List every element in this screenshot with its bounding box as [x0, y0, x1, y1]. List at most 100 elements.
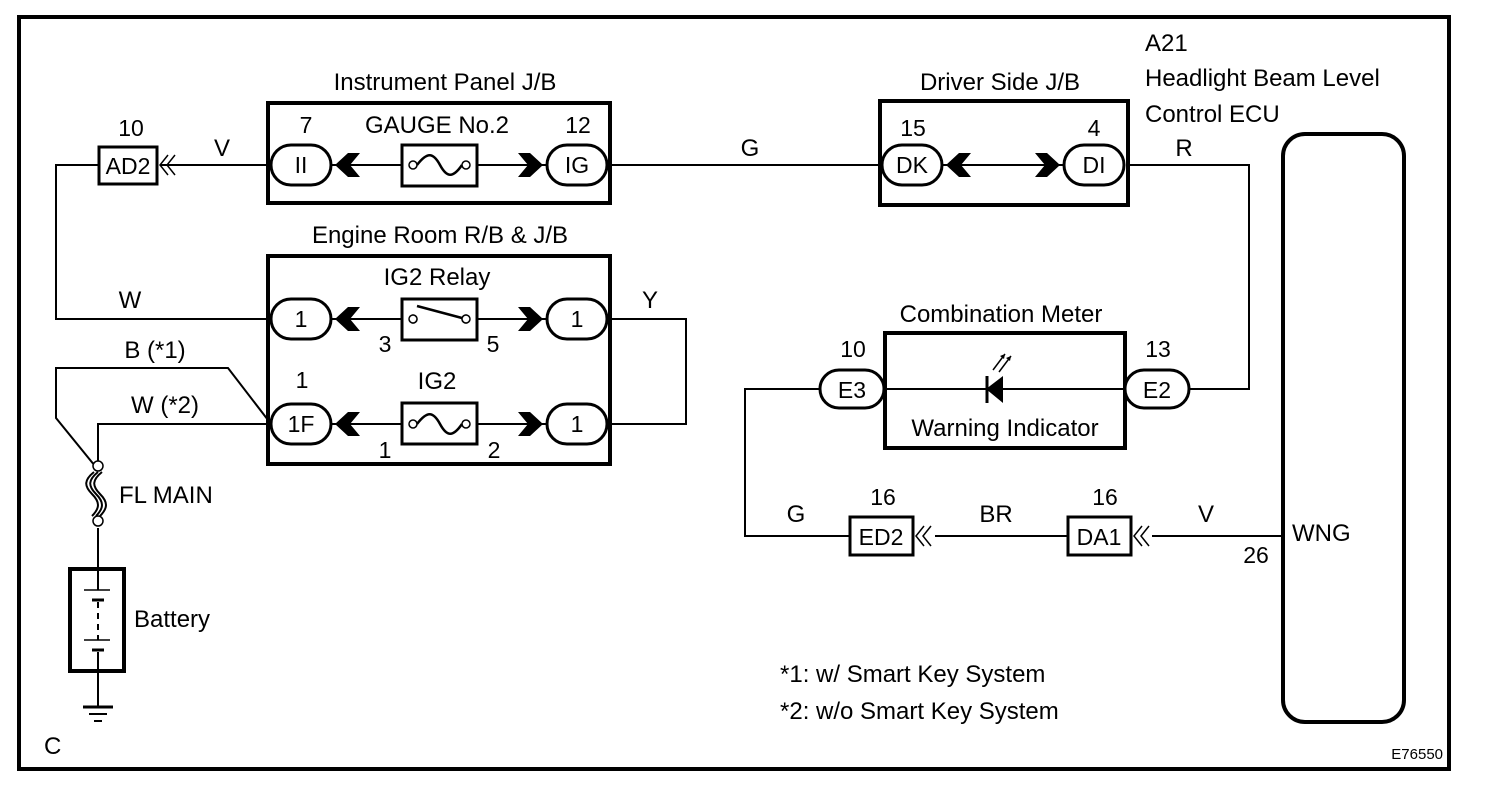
- svg-text:ED2: ED2: [859, 524, 904, 550]
- note-2: *2: w/o Smart Key System: [780, 698, 1059, 725]
- gauge-fuse-label: GAUGE No.2: [365, 112, 509, 139]
- wires: [55, 164, 1283, 706]
- warning-indicator-label: Warning Indicator: [911, 415, 1098, 442]
- svg-text:1: 1: [571, 306, 584, 332]
- ecu-code: A21: [1145, 30, 1188, 57]
- ad2-pin: 10: [118, 115, 144, 141]
- wire-color-y: Y: [642, 287, 658, 314]
- section-letter: C: [44, 733, 61, 760]
- led-icon: [985, 353, 1012, 403]
- ed2-chevron-icon: [915, 525, 932, 547]
- svg-text:AD2: AD2: [106, 153, 151, 179]
- connector-e3[interactable]: [818, 368, 886, 410]
- wire-color-v-bottom: V: [1198, 501, 1214, 528]
- combination-meter-title: Combination Meter: [900, 301, 1103, 328]
- connector-ad2-group: 10 AD2 V: [97, 115, 230, 186]
- ecu-name-line1: Headlight Beam Level: [1145, 65, 1380, 92]
- connector-relay-right[interactable]: [545, 297, 609, 341]
- connector-ii[interactable]: [269, 143, 333, 187]
- svg-text:IG: IG: [565, 152, 589, 178]
- e3-pin: 10: [840, 336, 866, 362]
- fuse-pin-1: 1: [379, 437, 392, 463]
- ad2-chevron-icon: [159, 154, 176, 176]
- wire-ad2-relay: [55, 164, 270, 320]
- svg-text:1F: 1F: [288, 411, 315, 437]
- connector-da1[interactable]: [1066, 515, 1133, 557]
- instrument-panel-jb: Instrument Panel J/B 7 GAUGE No.2 12 II …: [266, 69, 612, 205]
- connector-ad2[interactable]: [97, 145, 159, 186]
- ground-icon: [83, 705, 113, 722]
- ecu-body[interactable]: [1281, 132, 1406, 724]
- connector-fuse-right[interactable]: [545, 402, 609, 446]
- ecu-terminal-pin: 26: [1243, 542, 1269, 568]
- svg-text:1: 1: [571, 411, 584, 437]
- wire-color-r: R: [1175, 135, 1192, 162]
- engine-room-jb-title: Engine Room R/B & J/B: [312, 222, 568, 249]
- driver-side-jb: Driver Side J/B 15 4 DK DI: [878, 69, 1130, 207]
- wire-relay-fuse-y: [608, 318, 687, 425]
- da1-chevron-icon: [1133, 525, 1150, 547]
- svg-text:E3: E3: [838, 377, 866, 403]
- fusible-link-icon: [85, 471, 107, 517]
- terminal-arrow-right-icon: [1035, 153, 1060, 177]
- connector-ig[interactable]: [545, 143, 609, 187]
- figure-code: E76550: [1391, 746, 1443, 763]
- svg-text:DK: DK: [896, 152, 929, 178]
- instrument-panel-jb-title: Instrument Panel J/B: [334, 69, 557, 96]
- terminal-arrow-left-icon: [335, 153, 360, 177]
- engine-room-jb: Engine Room R/B & J/B IG2 Relay 1 1 3 5 …: [266, 222, 612, 466]
- note-1: *1: w/ Smart Key System: [780, 661, 1045, 688]
- svg-text:DA1: DA1: [1077, 524, 1122, 550]
- relay-pin-5: 5: [487, 331, 500, 357]
- ig2-fuse-label: IG2: [418, 368, 457, 395]
- relay-pin-3: 3: [379, 331, 392, 357]
- connector-ed2[interactable]: [848, 515, 915, 557]
- connector-1f[interactable]: [269, 402, 333, 446]
- combination-meter: Combination Meter 10 13 E3 E2 Warning In…: [818, 301, 1191, 450]
- connector-ed2-group: 16 ED2: [848, 484, 932, 557]
- driver-side-jb-title: Driver Side J/B: [920, 69, 1080, 96]
- connector-relay-left[interactable]: [269, 297, 333, 341]
- wire-color-v-top: V: [214, 135, 230, 162]
- fl-main-label: FL MAIN: [119, 482, 213, 509]
- terminal-arrow-left-icon: [335, 307, 360, 331]
- battery-label: Battery: [134, 606, 210, 633]
- svg-text:DI: DI: [1083, 152, 1106, 178]
- wire-di-e2: [1126, 164, 1250, 390]
- wire-color-b-smart-key: B (*1): [124, 337, 185, 364]
- terminal-arrow-left-icon: [335, 412, 360, 436]
- relay-label: IG2 Relay: [384, 264, 491, 291]
- power-source: FL MAIN Battery: [68, 460, 213, 722]
- wire-color-w: W: [119, 287, 142, 314]
- headlight-beam-ecu: A21 Headlight Beam Level Control ECU WNG…: [1145, 30, 1406, 724]
- svg-text:E2: E2: [1143, 377, 1171, 403]
- connector-dk[interactable]: [880, 143, 944, 187]
- ig-pin: 12: [565, 112, 591, 138]
- ecu-terminal-wng: WNG: [1292, 520, 1351, 547]
- dk-pin: 15: [900, 115, 926, 141]
- connector-di[interactable]: [1062, 143, 1126, 187]
- connector-e2[interactable]: [1123, 368, 1191, 410]
- diagram-frame: [17, 15, 1451, 771]
- fuse-pin-2: 2: [488, 437, 501, 463]
- wire-color-g-bottom: G: [787, 501, 806, 528]
- da1-pin: 16: [1092, 484, 1118, 510]
- fuse-1f-pin: 1: [296, 367, 309, 393]
- wire-color-g-top: G: [741, 135, 760, 162]
- wire-color-w-no-smart-key: W (*2): [131, 392, 199, 419]
- terminal-arrow-right-icon: [518, 153, 543, 177]
- wire-b-smart-key: [55, 367, 269, 467]
- terminal-arrow-right-icon: [518, 412, 543, 436]
- e2-pin: 13: [1145, 336, 1171, 362]
- terminal-arrow-left-icon: [946, 153, 971, 177]
- wire-w-no-smart-key: [97, 423, 270, 462]
- di-pin: 4: [1088, 115, 1101, 141]
- ecu-name-line2: Control ECU: [1145, 101, 1280, 128]
- wire-e3-ed2: [744, 388, 850, 537]
- terminal-arrow-right-icon: [518, 307, 543, 331]
- ii-pin: 7: [300, 112, 313, 138]
- svg-text:1: 1: [295, 306, 308, 332]
- connector-da1-group: 16 DA1: [1066, 484, 1150, 557]
- svg-text:II: II: [295, 152, 308, 178]
